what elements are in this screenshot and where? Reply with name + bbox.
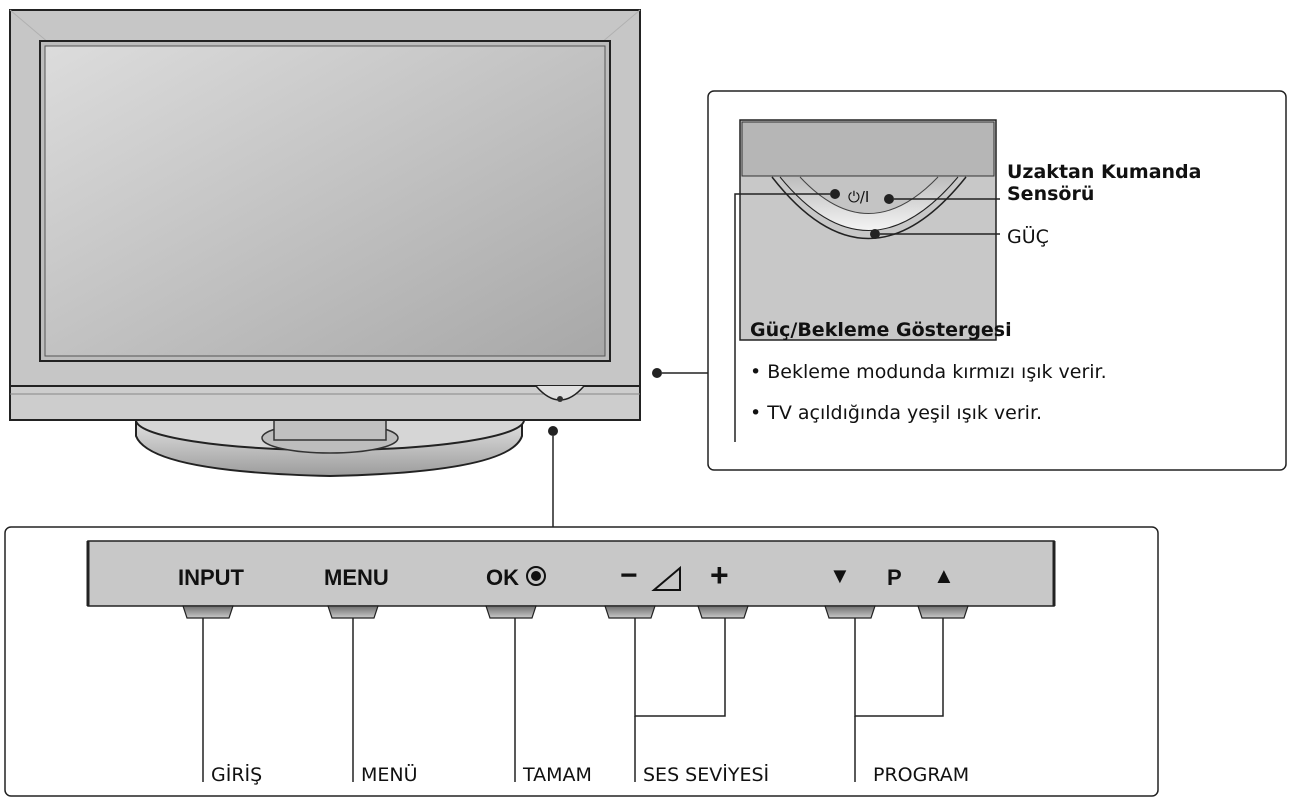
panel-keys — [182, 605, 969, 619]
remote-sensor-label: Uzaktan Kumanda Sensörü — [1007, 161, 1201, 205]
program-up-label: ▲ — [933, 563, 955, 588]
key-leader-lines — [202, 618, 944, 782]
indicator-bullet-on: • TV açıldığında yeşil ışık verir. — [750, 402, 1043, 424]
program-down-label: ▼ — [829, 563, 851, 588]
indicator-bullet-standby: • Bekleme modunda kırmızı ışık verir. — [750, 361, 1107, 383]
program-function-label: PROGRAM — [873, 764, 970, 786]
remote-sensor-line-2: Sensörü — [1007, 183, 1095, 205]
detail-panel-illustration — [739, 119, 997, 341]
menu-function-label: MENÜ — [361, 764, 418, 786]
program-p-label: P — [887, 565, 902, 590]
tv-illustration — [9, 9, 641, 478]
remote-sensor-line-1: Uzaktan Kumanda — [1007, 161, 1202, 183]
indicator-dot — [652, 368, 662, 378]
ok-function-label: TAMAM — [523, 764, 592, 786]
ok-key-label: OK — [486, 565, 519, 590]
power-label: GÜÇ — [1007, 226, 1049, 248]
input-function-label: GİRİŞ — [211, 764, 263, 786]
volume-function-label: SES SEVİYESİ — [643, 764, 770, 786]
power-symbol-label: ⏻/I — [848, 188, 870, 206]
panel-dot — [548, 426, 558, 436]
button-panel-illustration — [86, 540, 1056, 607]
indicator-title: Güç/Bekleme Göstergesi — [750, 319, 1012, 341]
input-key-label: INPUT — [178, 565, 244, 590]
volume-minus-label: − — [620, 559, 638, 592]
menu-key-label: MENU — [324, 565, 389, 590]
volume-plus-label: + — [710, 557, 729, 593]
